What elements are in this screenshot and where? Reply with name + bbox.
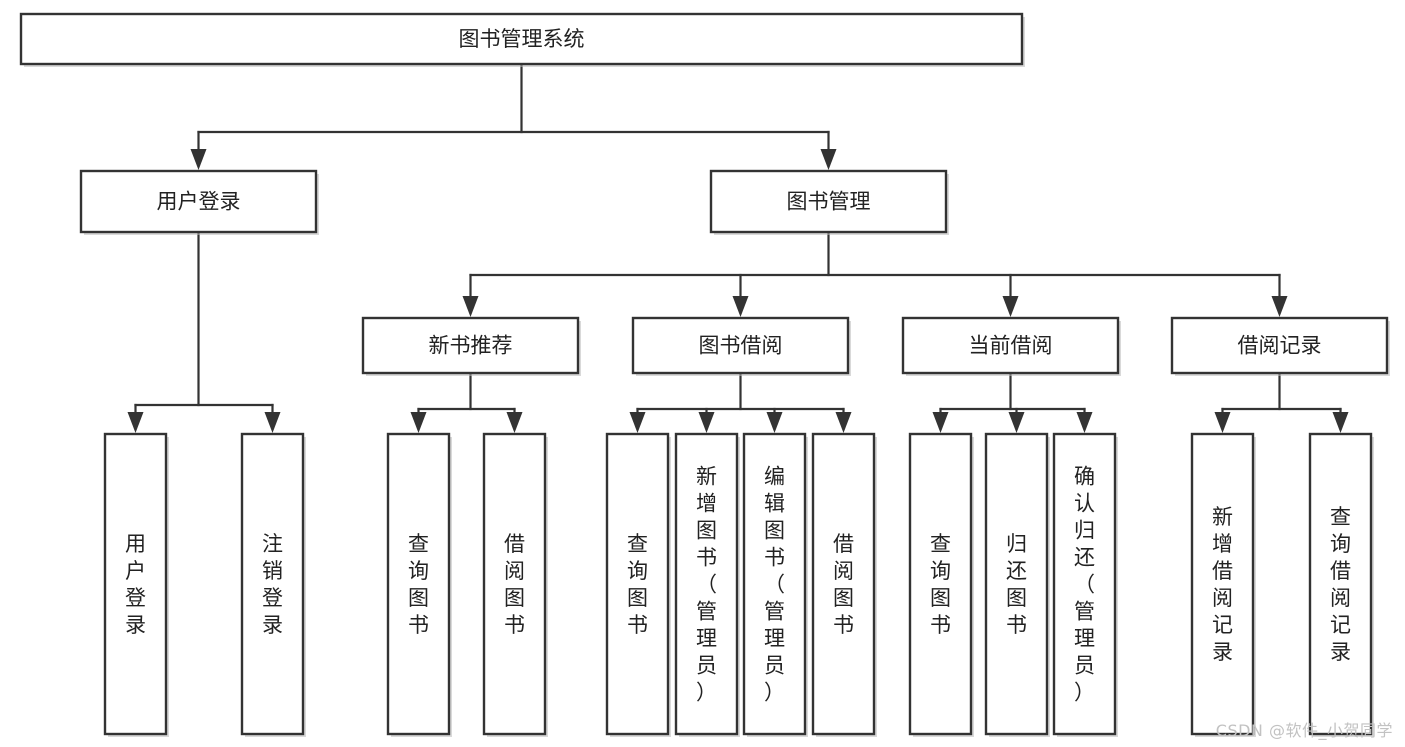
arrow-head-icon — [698, 412, 715, 433]
node-leaf-borrow-book-1[interactable]: 借阅图书 — [482, 432, 548, 737]
node-leaf-confirm-return[interactable]: 确认归还（管理员） — [1052, 432, 1118, 737]
node-label: 新书推荐 — [429, 334, 513, 358]
node-leaf-add-book[interactable]: 新增图书（管理员） — [674, 432, 740, 737]
node-leaf-return-book[interactable]: 归还图书 — [984, 432, 1050, 737]
node-label: 图书管理 — [787, 190, 871, 214]
node-label: 借阅记录 — [1238, 334, 1322, 358]
node-label: 查询图书 — [408, 532, 429, 637]
node-box[interactable] — [811, 432, 876, 736]
node-label: 查询图书 — [627, 532, 648, 637]
node-book-borrow[interactable]: 图书借阅 — [631, 316, 851, 376]
node-leaf-user-logout[interactable]: 注销登录 — [240, 432, 306, 737]
node-box[interactable] — [240, 432, 305, 736]
arrow-head-icon — [410, 412, 427, 433]
node-box[interactable] — [1308, 432, 1373, 736]
node-label: 查询借阅记录 — [1330, 505, 1351, 664]
connector-group-current-borrow — [932, 371, 1093, 433]
arrow-head-icon — [820, 149, 837, 170]
node-box[interactable] — [674, 432, 739, 736]
node-label: 归还图书 — [1006, 532, 1027, 637]
node-label: 注销登录 — [262, 532, 283, 637]
node-leaf-edit-book[interactable]: 编辑图书（管理员） — [742, 432, 808, 737]
arrow-head-icon — [766, 412, 783, 433]
node-current-borrow[interactable]: 当前借阅 — [901, 316, 1121, 376]
node-label: 图书管理系统 — [459, 27, 585, 51]
node-user-login[interactable]: 用户登录 — [79, 169, 319, 235]
connector-group-borrow-record — [1214, 371, 1349, 433]
node-label: 查询图书 — [930, 532, 951, 637]
node-box[interactable] — [901, 316, 1120, 375]
node-label: 新增借阅记录 — [1212, 505, 1233, 664]
node-box[interactable] — [605, 432, 670, 736]
node-box[interactable] — [908, 432, 973, 736]
node-box[interactable] — [482, 432, 547, 736]
arrow-head-icon — [1002, 296, 1019, 317]
node-box[interactable] — [984, 432, 1049, 736]
node-layer: 图书管理系统用户登录图书管理新书推荐图书借阅当前借阅借阅记录用户登录注销登录查询… — [19, 12, 1390, 737]
connector-group-user-login — [127, 230, 281, 433]
node-leaf-borrow-book-2[interactable]: 借阅图书 — [811, 432, 877, 737]
node-label: 借阅图书 — [504, 532, 525, 637]
node-box[interactable] — [1170, 316, 1389, 375]
node-label: 新增图书（管理员） — [696, 465, 717, 705]
arrow-head-icon — [1076, 412, 1093, 433]
arrow-head-icon — [506, 412, 523, 433]
node-leaf-add-record[interactable]: 新增借阅记录 — [1190, 432, 1256, 737]
node-label: 当前借阅 — [969, 334, 1053, 358]
node-leaf-user-login[interactable]: 用户登录 — [103, 432, 169, 737]
arrow-head-icon — [732, 296, 749, 317]
node-box[interactable] — [79, 169, 318, 234]
arrow-head-icon — [1271, 296, 1288, 317]
node-book-manage[interactable]: 图书管理 — [709, 169, 949, 235]
node-new-book-recommend[interactable]: 新书推荐 — [361, 316, 581, 376]
node-box[interactable] — [361, 316, 580, 375]
arrow-head-icon — [629, 412, 646, 433]
node-box[interactable] — [103, 432, 168, 736]
node-box[interactable] — [1190, 432, 1255, 736]
node-root[interactable]: 图书管理系统 — [19, 12, 1025, 67]
arrow-head-icon — [462, 296, 479, 317]
node-label: 图书借阅 — [699, 334, 783, 358]
node-leaf-query-record[interactable]: 查询借阅记录 — [1308, 432, 1374, 737]
node-box[interactable] — [1052, 432, 1117, 736]
connector-group-new-book-recommend — [410, 371, 523, 433]
node-box[interactable] — [631, 316, 850, 375]
node-leaf-query-book-1[interactable]: 查询图书 — [386, 432, 452, 737]
arrow-head-icon — [264, 412, 281, 433]
node-box[interactable] — [709, 169, 948, 234]
connector-group-book-borrow — [629, 371, 852, 433]
arrow-head-icon — [127, 412, 144, 433]
connector-group-root — [190, 62, 837, 170]
arrow-head-icon — [1214, 412, 1231, 433]
arrow-head-icon — [835, 412, 852, 433]
arrow-head-icon — [932, 412, 949, 433]
node-box[interactable] — [386, 432, 451, 736]
node-leaf-query-book-3[interactable]: 查询图书 — [908, 432, 974, 737]
node-label: 借阅图书 — [833, 532, 854, 637]
arrow-head-icon — [1332, 412, 1349, 433]
node-leaf-query-book-2[interactable]: 查询图书 — [605, 432, 671, 737]
node-borrow-record[interactable]: 借阅记录 — [1170, 316, 1390, 376]
node-label: 用户登录 — [125, 532, 146, 637]
connector-layer — [127, 62, 1349, 433]
arrow-head-icon — [1008, 412, 1025, 433]
connector-group-book-manage — [462, 230, 1288, 317]
node-box[interactable] — [19, 12, 1024, 66]
node-box[interactable] — [742, 432, 807, 736]
node-label: 用户登录 — [157, 190, 241, 214]
arrow-head-icon — [190, 149, 207, 170]
node-label: 确认归还（管理员） — [1074, 465, 1095, 705]
node-label: 编辑图书（管理员） — [764, 465, 785, 705]
